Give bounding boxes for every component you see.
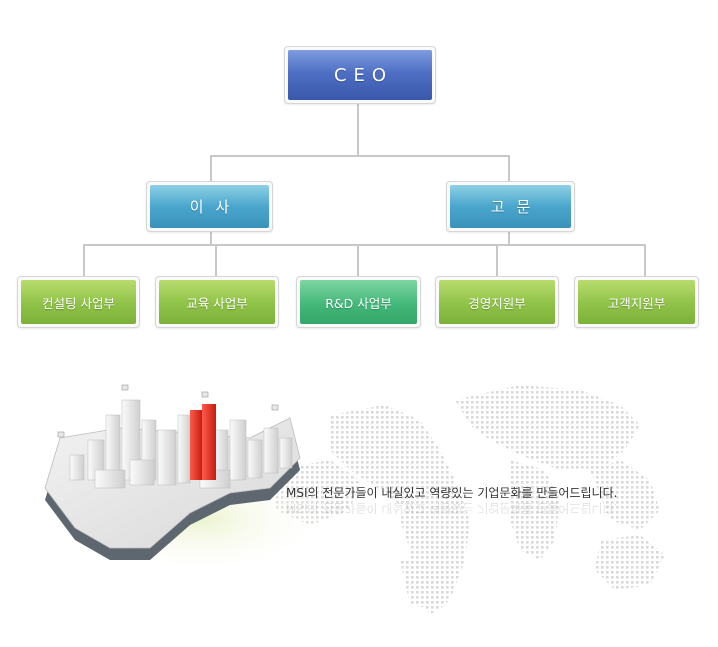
connector-dept-5 <box>644 244 646 277</box>
dept-customer-box: 고객지원부 <box>574 276 699 328</box>
connector-dept-3 <box>357 244 359 277</box>
location-markers <box>57 384 279 438</box>
dept-rnd-label: R&D 사업부 <box>300 280 417 324</box>
connector-bottom-horizontal <box>83 244 646 246</box>
dept-customer-label: 고객지원부 <box>578 280 695 324</box>
connector-ceo-down <box>357 102 359 156</box>
dept-management-label: 경영지원부 <box>439 280 555 324</box>
connector-director-down <box>210 230 212 245</box>
advisor-label: 고문 <box>450 185 571 228</box>
ceo-label: CEO <box>288 50 432 100</box>
connector-advisor-down <box>508 230 510 245</box>
world-map-illustration <box>44 384 665 615</box>
city-buildings <box>69 399 293 489</box>
connector-dept-1 <box>83 244 85 277</box>
dept-rnd-box: R&D 사업부 <box>296 276 421 328</box>
advisor-box: 고문 <box>446 181 575 232</box>
slogan-text: MSI의 전문가들이 내실있고 역량있는 기업문화를 만들어드립니다. <box>286 486 618 500</box>
director-box: 이사 <box>146 181 273 232</box>
ceo-box: CEO <box>284 46 436 104</box>
connector-director-up <box>210 155 212 183</box>
connector-dept-2 <box>215 244 217 277</box>
dotted-world-map <box>270 385 665 615</box>
dept-consulting-label: 컨설팅 사업부 <box>21 280 136 324</box>
connector-top-horizontal <box>210 155 510 157</box>
dept-management-box: 경영지원부 <box>435 276 559 328</box>
dept-education-box: 교육 사업부 <box>155 276 279 328</box>
connector-advisor-up <box>508 155 510 183</box>
red-tower <box>190 404 216 480</box>
director-label: 이사 <box>150 185 269 228</box>
slogan-reflection: MSI의 전문가들이 내실있고 역량있는 기업문화를 만들어드립니다. <box>286 501 618 515</box>
dept-consulting-box: 컨설팅 사업부 <box>17 276 140 328</box>
dept-education-label: 교육 사업부 <box>159 280 275 324</box>
connector-dept-4 <box>496 244 498 277</box>
